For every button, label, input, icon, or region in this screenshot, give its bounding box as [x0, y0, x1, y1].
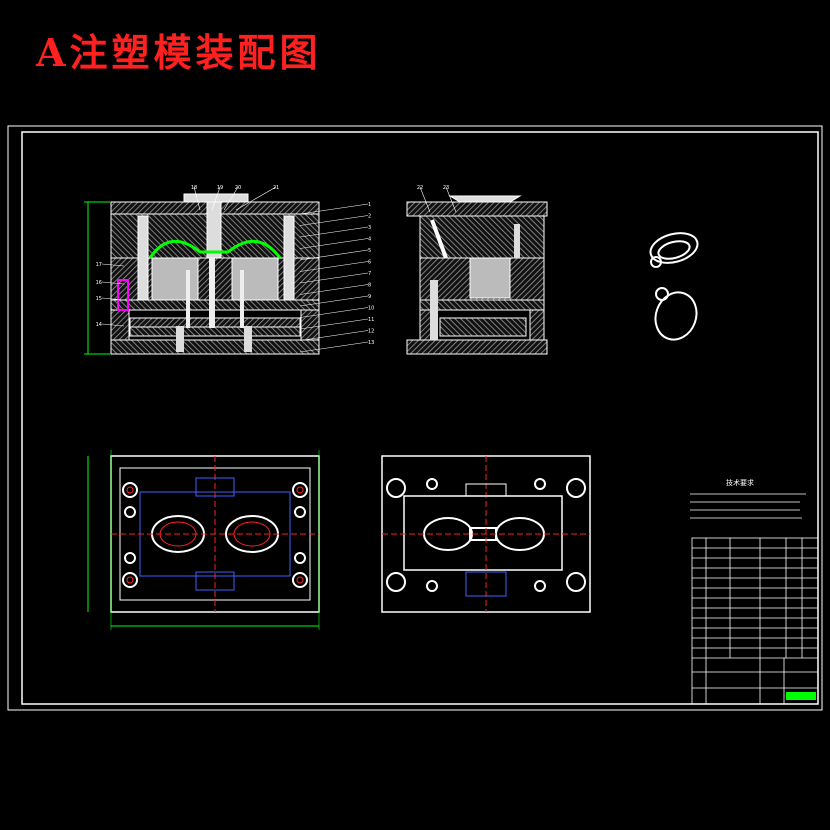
callout-number: 1 [368, 202, 371, 208]
callout-number: 10 [368, 306, 374, 312]
callout-leader [193, 186, 201, 211]
part-sketches [649, 232, 699, 341]
callout-leader [223, 186, 239, 211]
callout-number: 7 [368, 271, 371, 277]
callout-number: 17 [96, 262, 102, 268]
callout-number: 8 [368, 283, 371, 289]
callout-number: 12 [368, 329, 374, 335]
callout-number: 9 [368, 294, 371, 300]
callout-number: 6 [368, 260, 371, 266]
callout-leader [235, 186, 277, 211]
callout-leader [419, 186, 431, 213]
tech-requirements: 技术要求 [690, 478, 806, 519]
side-section-view [406, 195, 548, 355]
callout-leader [101, 263, 125, 267]
main-top-callouts: 18 19 20 21 [191, 185, 279, 211]
callout-number: 3 [368, 225, 371, 231]
page-title: A注塑模装配图 [36, 30, 322, 75]
callout-number: 22 [417, 185, 423, 191]
callout-leader [299, 307, 369, 318]
outer-frame [7, 125, 823, 711]
callout-number: 11 [368, 317, 374, 323]
callout-leader [299, 341, 369, 353]
callout-number: 2 [368, 214, 371, 220]
main-left-callouts: 17 16 15 14 [96, 262, 125, 328]
callout-number: 15 [96, 296, 102, 302]
callout-leader [299, 249, 369, 261]
callout-leader [101, 281, 125, 285]
callout-leader [299, 295, 369, 307]
callout-number: 20 [235, 185, 241, 191]
callout-leader [299, 330, 369, 341]
callout-leader [211, 186, 221, 211]
callout-number: 19 [217, 185, 223, 191]
callout-leader [299, 272, 369, 284]
inner-frame [21, 131, 819, 705]
callout-leader [299, 318, 369, 330]
callout-number: 5 [368, 248, 371, 254]
callout-number: 4 [368, 237, 371, 243]
callout-leader [299, 215, 369, 226]
callout-leader [101, 323, 125, 327]
title-block [691, 537, 819, 705]
main-section-view [84, 193, 320, 355]
callout-number: 14 [96, 322, 102, 328]
callout-leader [299, 203, 369, 215]
callout-leader [299, 238, 369, 249]
callout-leader [299, 261, 369, 272]
title-block-marker [786, 692, 816, 700]
callout-number: 16 [96, 280, 102, 286]
callout-number: 18 [191, 185, 197, 191]
callout-number: 13 [368, 340, 374, 346]
callout-leader [299, 226, 369, 238]
callout-leader [299, 284, 369, 295]
tech-req-title: 技术要求 [726, 478, 754, 487]
plan-view-right [381, 455, 591, 613]
callout-leader [101, 297, 125, 301]
plan-view-left [87, 450, 320, 630]
callout-leader [445, 186, 457, 213]
callout-number: 23 [443, 185, 449, 191]
callout-number: 21 [273, 185, 279, 191]
side-callouts: 22 23 [417, 185, 457, 213]
